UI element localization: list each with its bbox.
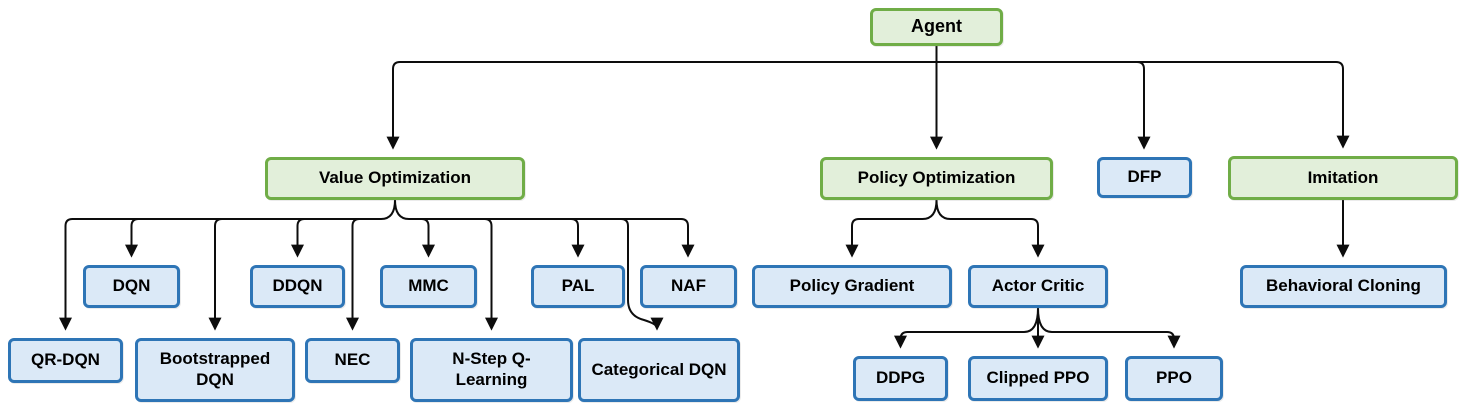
- edge-value-optimization-to-dqn: [125, 218, 139, 258]
- edge-value-optimization-to-qr-dqn: [59, 199, 396, 331]
- node-label-actor-critic: Actor Critic: [991, 276, 1085, 296]
- node-ppo: PPO: [1125, 356, 1223, 401]
- edge-policy-optimization-to-policy-gradient: [845, 199, 938, 258]
- edge-value-optimization-to-pal: [570, 218, 585, 258]
- node-label-agent: Agent: [911, 16, 962, 37]
- node-nec: NEC: [305, 338, 400, 383]
- node-policy-optimization: Policy Optimization: [820, 157, 1053, 200]
- edge-value-optimization-to-ddqn: [291, 218, 305, 258]
- node-dfp: DFP: [1097, 157, 1192, 198]
- node-label-ddpg: DDPG: [875, 368, 926, 388]
- node-label-policy-gradient: Policy Gradient: [789, 276, 915, 296]
- node-agent: Agent: [870, 8, 1003, 46]
- edge-agent-to-dfp: [1136, 61, 1151, 150]
- node-imitation: Imitation: [1228, 156, 1458, 200]
- node-pal: PAL: [531, 265, 625, 308]
- edge-value-optimization-to-bootstrapped-dqn: [208, 218, 223, 331]
- node-ddqn: DDQN: [250, 265, 345, 308]
- node-label-pal: PAL: [561, 276, 595, 296]
- node-mmc: MMC: [380, 265, 477, 308]
- node-label-behavioral-cloning: Behavioral Cloning: [1266, 276, 1421, 296]
- node-label-qr-dqn: QR-DQN: [31, 350, 100, 370]
- node-behavioral-cloning: Behavioral Cloning: [1240, 265, 1447, 308]
- node-policy-gradient: Policy Gradient: [752, 265, 952, 308]
- edge-actor-critic-to-ppo: [1037, 307, 1181, 349]
- node-actor-critic: Actor Critic: [968, 265, 1108, 308]
- edge-agent-to-imitation: [936, 61, 1350, 149]
- node-label-naf: NAF: [671, 276, 706, 296]
- node-naf: NAF: [640, 265, 737, 308]
- edge-value-optimization-to-n-step-q-learning: [484, 218, 498, 331]
- node-label-ddqn: DDQN: [272, 276, 323, 296]
- node-categorical-dqn: Categorical DQN: [578, 338, 740, 402]
- edge-value-optimization-to-categorical-dqn: [620, 218, 664, 331]
- node-label-n-step-q-learning: N-Step Q-Learning: [452, 349, 531, 389]
- edge-value-optimization-to-naf: [394, 199, 695, 258]
- node-label-mmc: MMC: [408, 276, 449, 296]
- node-label-bootstrapped-dqn: Bootstrapped DQN: [159, 349, 271, 389]
- node-label-policy-optimization: Policy Optimization: [857, 168, 1016, 188]
- node-value-optimization: Value Optimization: [265, 157, 525, 200]
- node-label-ppo: PPO: [1156, 368, 1192, 388]
- edge-group: [59, 46, 1350, 349]
- edge-actor-critic-to-ddpg: [894, 307, 1039, 349]
- node-label-nec: NEC: [334, 350, 371, 370]
- node-ddpg: DDPG: [853, 356, 948, 401]
- node-label-clipped-ppo: Clipped PPO: [986, 368, 1090, 388]
- node-label-dfp: DFP: [1127, 167, 1162, 187]
- node-bootstrapped-dqn: Bootstrapped DQN: [135, 338, 295, 402]
- edge-value-optimization-to-mmc: [421, 218, 435, 258]
- node-label-dqn: DQN: [112, 276, 151, 296]
- edge-value-optimization-to-nec: [346, 218, 360, 331]
- node-qr-dqn: QR-DQN: [8, 338, 123, 383]
- edge-policy-optimization-to-actor-critic: [935, 199, 1045, 258]
- node-label-imitation: Imitation: [1307, 167, 1379, 187]
- node-clipped-ppo: Clipped PPO: [968, 356, 1108, 401]
- edge-agent-to-value-optimization: [386, 61, 937, 150]
- node-label-value-optimization: Value Optimization: [318, 168, 472, 188]
- node-label-categorical-dqn: Categorical DQN: [591, 359, 727, 379]
- node-dqn: DQN: [83, 265, 180, 308]
- node-n-step-q-learning: N-Step Q-Learning: [410, 338, 573, 402]
